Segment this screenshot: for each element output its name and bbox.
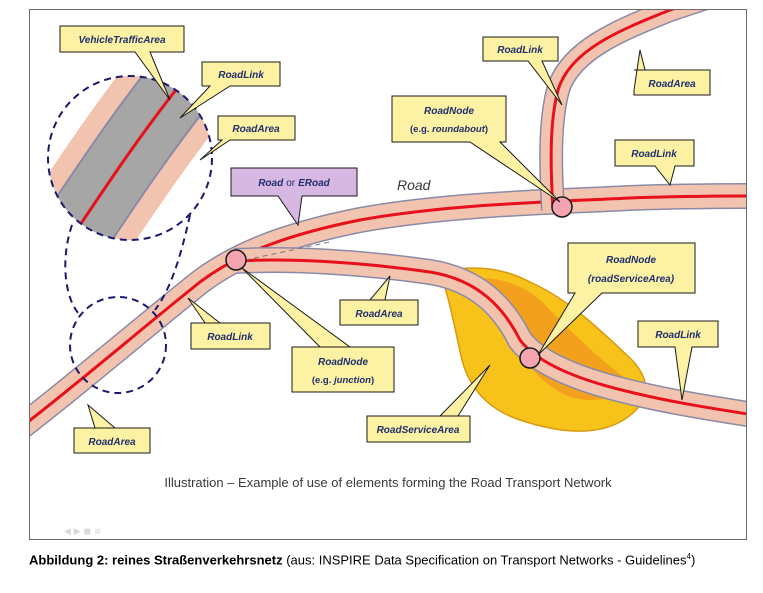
roundabout-node	[551, 196, 573, 218]
svg-text:RoadNode: RoadNode	[424, 106, 474, 117]
dashed-link	[244, 241, 331, 261]
figure-caption: Abbildung 2: reines Straßenverkehrsnetz …	[29, 549, 754, 567]
callout-roadarea-zoom: RoadArea	[199, 115, 296, 161]
svg-text:RoadLink: RoadLink	[207, 332, 253, 343]
branch-road-area	[539, 10, 708, 211]
callout-roadnode-roundabout: RoadNode (e.g. roundabout)	[391, 95, 561, 203]
road-network	[30, 10, 746, 437]
svg-text:RoadLink: RoadLink	[631, 149, 677, 160]
road-network-diagram: Road VehicleTrafficArea RoadLink RoadAre…	[30, 10, 746, 490]
svg-text:RoadArea: RoadArea	[88, 437, 136, 448]
callout-roadarea-top-right: RoadArea	[633, 49, 711, 96]
zoom-circle-large	[47, 75, 213, 241]
callout-roadlink-lower-right: RoadLink	[637, 320, 719, 401]
main-road-area	[30, 183, 746, 437]
svg-text:RoadNode: RoadNode	[318, 357, 368, 368]
svg-text:RoadArea: RoadArea	[355, 309, 403, 320]
svg-text:(e.g. junction): (e.g. junction)	[312, 375, 374, 386]
svg-text:(roadServiceArea): (roadServiceArea)	[588, 274, 675, 285]
svg-text:VehicleTrafficArea: VehicleTrafficArea	[78, 35, 166, 46]
caption-title: Abbildung 2: reines Straßenverkehrsnetz	[29, 552, 283, 568]
svg-text:(e.g. roundabout): (e.g. roundabout)	[410, 124, 488, 135]
callout-roadnode-service: RoadNode (roadServiceArea)	[537, 242, 696, 356]
callout-road-service-area: RoadServiceArea	[366, 364, 491, 443]
illustration-caption: Illustration – Example of use of element…	[164, 475, 612, 490]
caption-close: )	[690, 552, 696, 568]
svg-text:RoadLink: RoadLink	[218, 70, 264, 81]
callout-roadnode-junction: RoadNode (e.g. junction)	[241, 267, 395, 393]
zoom-circle-small	[69, 296, 167, 394]
callout-roadarea-center: RoadArea	[339, 275, 419, 326]
player-controls-icon: ◀ ▶ ◼ ≡	[64, 527, 102, 537]
caption-text: (aus: INSPIRE Data Specification on Tran…	[282, 552, 687, 568]
callout-roadlink-right: RoadLink	[614, 139, 695, 187]
service-area-node	[519, 347, 541, 369]
callout-vehicle-traffic-area: VehicleTrafficArea	[59, 25, 185, 101]
caption-footnote: 4	[686, 552, 691, 561]
svg-text:RoadLink: RoadLink	[655, 330, 701, 341]
diagram-figure: Road VehicleTrafficArea RoadLink RoadAre…	[29, 9, 747, 540]
callout-roadlink-top: RoadLink	[482, 36, 563, 106]
lower-road-area	[234, 247, 746, 427]
svg-text:RoadNode: RoadNode	[606, 255, 656, 266]
svg-text:RoadServiceArea: RoadServiceArea	[377, 425, 460, 436]
callout-roadarea-bottom-left: RoadArea	[73, 403, 151, 454]
callout-roadlink-left: RoadLink	[187, 297, 271, 350]
callout-roadlink-zoom: RoadLink	[179, 61, 281, 119]
svg-text:RoadArea: RoadArea	[648, 79, 696, 90]
svg-text:RoadLink: RoadLink	[497, 45, 543, 56]
junction-node	[225, 249, 247, 271]
road-label: Road	[397, 177, 432, 193]
svg-text:RoadArea: RoadArea	[232, 124, 280, 135]
